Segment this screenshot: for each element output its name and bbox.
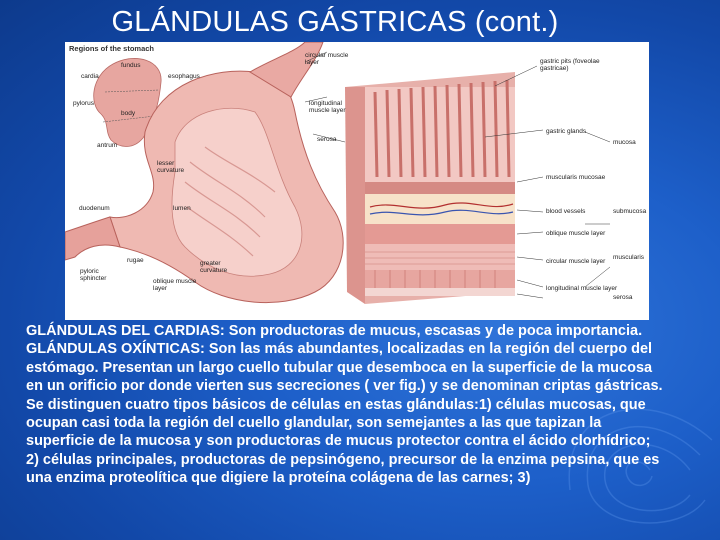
figure-heading: Regions of the stomach (69, 44, 155, 53)
stomach-illustration (65, 42, 611, 304)
label-pylorus: pylorus (73, 100, 94, 107)
label-rugae: rugae (127, 257, 144, 264)
label-submucosa: submucosa (613, 208, 647, 215)
label-gastric-pits: gastric pits (foveolae gastricae) (540, 58, 600, 72)
label-longitudinal-layer-top: longitudinal muscle layer (309, 100, 346, 114)
label-muscularis: muscularis (613, 254, 645, 261)
paragraph-cardias-text: Son productoras de mucus, escasas y de p… (224, 323, 643, 339)
gastric-wall-cross-section (345, 72, 515, 304)
paragraph-oxinticas-label: GLÁNDULAS OXÍNTICAS: (26, 341, 205, 358)
label-body: body (121, 110, 136, 117)
inset-stomach-diagram (93, 58, 162, 147)
label-mucosa: mucosa (613, 139, 636, 146)
paragraph-oxinticas-text: Son las más abundantes, localizadas en l… (26, 341, 663, 487)
label-circular-muscle-layer: circular muscle layer (546, 258, 606, 265)
label-greater-curvature: greater curvature (200, 260, 228, 274)
label-longitudinal-muscle-layer: longitudinal muscle layer (546, 285, 618, 292)
label-duodenum: duodenum (79, 205, 110, 212)
label-leader-lines (304, 51, 611, 299)
label-esophagus: esophagus (168, 73, 200, 80)
label-oblique-muscle-layer: oblique muscle layer (546, 230, 606, 237)
label-antrum: antrum (97, 142, 118, 149)
slide-title: GLÁNDULAS GÁSTRICAS (cont.) (111, 6, 559, 38)
paragraph-cardias: GLÁNDULAS DEL CARDIAS: Son productoras d… (26, 322, 666, 340)
label-circular-layer-top: circular muscle layer (305, 52, 349, 66)
label-serosa: serosa (613, 294, 633, 301)
label-gastric-glands: gastric glands (546, 128, 587, 135)
label-muscularis-mucosae: muscularis mucosae (546, 174, 606, 181)
paragraph-oxinticas: GLÁNDULAS OXÍNTICAS: Son las más abundan… (26, 340, 666, 487)
label-fundus: fundus (121, 62, 141, 69)
label-oblique-layer-left: oblique muscle layer (153, 278, 197, 292)
stomach-cutaway (65, 42, 344, 304)
body-text: GLÁNDULAS DEL CARDIAS: Son productoras d… (26, 322, 666, 488)
stomach-anatomy-figure: Regions of the stomach fundus cardia eso… (65, 42, 649, 320)
label-pyloric-sphincter: pyloric sphincter (80, 268, 107, 282)
paragraph-cardias-label: GLÁNDULAS DEL CARDIAS: (26, 323, 225, 339)
label-lesser-curvature: lesser curvature (157, 160, 185, 174)
label-lumen: lumen (173, 205, 191, 212)
label-serosa-top: serosa (317, 136, 337, 143)
label-cardia: cardia (81, 73, 99, 80)
label-blood-vessels: blood vessels (546, 208, 586, 215)
